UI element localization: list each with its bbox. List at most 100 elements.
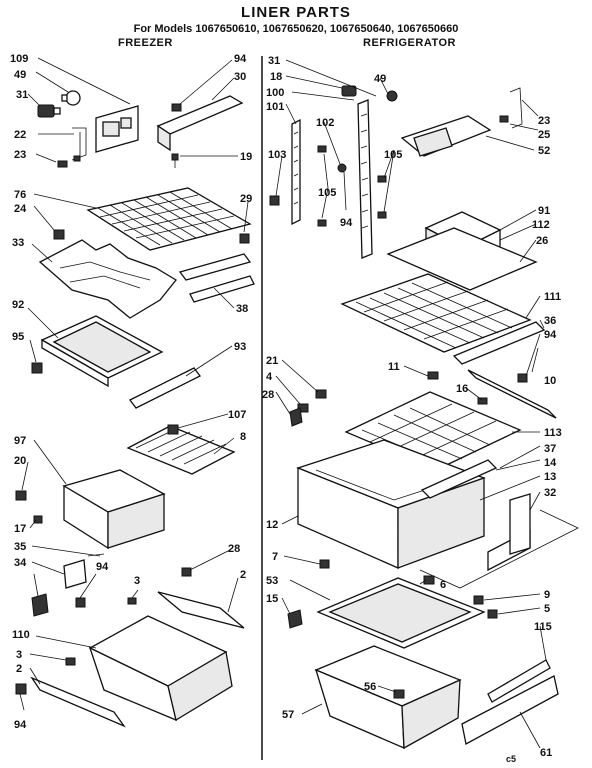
callout-20: 20 [14,455,26,467]
refrigerator-part-5 [487,609,498,619]
callout-r94a: 94 [340,217,353,229]
callout-22: 22 [14,129,26,141]
callout-28: 28 [228,543,240,555]
freezer-clip-94c [15,683,27,695]
refrigerator-fastener-102 [337,163,347,173]
freezer-rail [157,591,245,629]
freezer-clip-107 [167,424,179,435]
callout-r105a: 105 [318,187,336,199]
callout-r113: 113 [544,427,562,439]
refrigerator-part-6 [423,575,435,585]
callout-76: 76 [14,189,26,201]
freezer-screw-17 [33,515,43,524]
refrigerator-crisper-seal [419,509,579,589]
callout-33: 33 [12,237,24,249]
callout-r5: 5 [544,603,550,615]
refrigerator-light-socket [341,85,357,97]
refrigerator-part-28 [289,407,303,427]
callout-35: 35 [14,541,26,553]
callout-r6: 6 [440,579,446,591]
refrigerator-part-7 [319,559,330,569]
freezer-tray-trim [129,367,201,409]
callout-r56: 56 [364,681,376,693]
callout-r15: 15 [266,593,278,605]
callout-r103: 103 [268,149,286,161]
callout-30: 30 [234,71,246,83]
freezer-shelf-support-24 [53,229,65,240]
callout-2b: 2 [16,663,22,675]
refrigerator-shelf-ladder-left [291,118,301,226]
callout-r101: 101 [266,101,284,113]
callout-94c: 94 [14,719,27,731]
refrigerator-light-bulb [386,90,398,102]
refrigerator-upper-shelf [386,227,538,291]
freezer-tray-support-95 [31,362,43,374]
freezer-light-shield [156,95,244,152]
callout-94b: 94 [96,561,109,573]
callout-24: 24 [14,203,27,215]
refrigerator-control-cover [400,115,492,157]
callout-r25: 25 [538,129,550,141]
callout-r4: 4 [266,371,273,383]
refrigerator-wire-shelf [340,273,532,353]
freezer-screws [57,155,81,168]
freezer-screw-3a [127,597,137,605]
callout-r61: 61 [540,747,552,759]
callout-r100: 100 [266,87,284,99]
callout-19: 19 [240,151,252,163]
callout-109: 109 [10,53,28,65]
callout-r52: 52 [538,145,550,157]
callout-34: 34 [14,557,27,569]
freezer-screw-19 [171,153,179,168]
freezer-hinge [31,593,49,617]
callout-r36: 36 [544,315,556,327]
callout-r14: 14 [544,457,557,469]
freezer-section-label: FREEZER [118,37,173,49]
callout-3b: 3 [16,649,22,661]
callout-r28: 28 [262,389,274,401]
callout-92: 92 [12,299,24,311]
refrigerator-shelf-trim [452,321,546,365]
freezer-clip-29 [239,233,250,244]
callout-107: 107 [228,409,246,421]
callout-31: 31 [16,89,28,101]
callout-r7: 7 [272,551,278,563]
callout-2a: 2 [240,569,246,581]
callout-r9: 9 [544,589,550,601]
callout-95: 95 [12,331,24,343]
callout-r49: 49 [374,73,386,85]
freezer-bottom-rail [30,676,126,728]
callout-r57: 57 [282,709,294,721]
freezer-screw-20 [15,490,27,501]
refrigerator-trim-61 [461,675,559,745]
callout-r10: 10 [544,375,556,387]
freezer-bracket-34 [63,559,87,589]
freezer-wire-basket [126,425,236,475]
refrigerator-shelf-ladder-right [357,99,373,259]
callout-r31: 31 [268,55,280,67]
freezer-clip-94b [75,597,86,608]
callout-r111: 111 [544,291,561,303]
callout-r94b: 94 [544,329,557,341]
leader-lines [19,57,547,749]
callout-3a: 3 [134,575,140,587]
refrigerator-crisper-divider [487,493,531,572]
freezer-ice-bin [62,469,166,550]
callout-r112: 112 [532,219,550,231]
callout-r26: 26 [536,235,548,247]
callout-r12: 12 [266,519,278,531]
refrigerator-part-16 [477,397,488,405]
callout-r32: 32 [544,487,556,499]
freezer-screw-35 [87,553,105,557]
freezer-bottom-basket [88,615,233,722]
callout-r102: 102 [316,117,334,129]
refrigerator-part-15 [287,609,303,629]
refrigerator-part-4 [297,403,309,413]
freezer-control-housing [95,105,139,153]
freezer-light-bulb [61,90,81,106]
callout-r13: 13 [544,471,556,483]
callout-r37: 37 [544,443,556,455]
page-title: LINER PARTS [241,4,351,21]
